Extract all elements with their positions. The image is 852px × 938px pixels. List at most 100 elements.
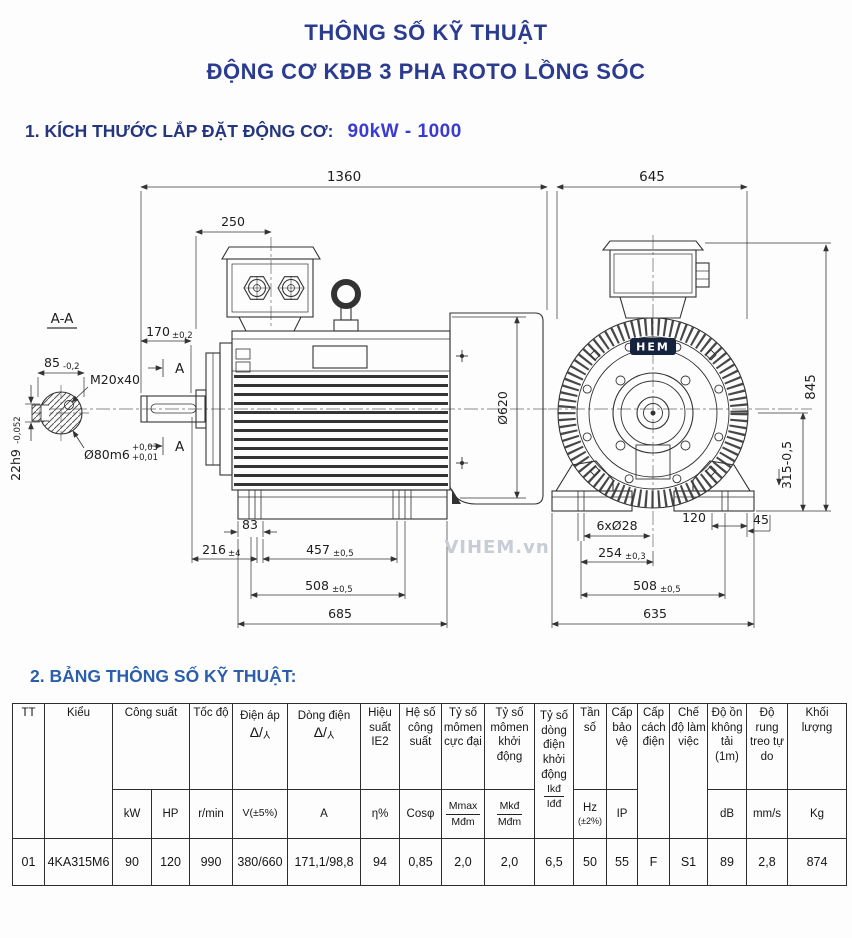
motor-rating: 90kW - 1000	[347, 121, 462, 142]
col-header-dong-dien: Dòng điện Δ/Y	[287, 703, 361, 790]
page-title: THÔNG SỐ KỸ THUẬT ĐỘNG CƠ KĐB 3 PHA ROTO…	[0, 0, 852, 91]
dim-254-tol: ±0,3	[625, 552, 646, 562]
dong-dien-label: Dòng điện	[297, 710, 351, 722]
col-header-che-do: Chế độ làm việc	[669, 703, 708, 839]
shaft-section-aa	[25, 327, 89, 449]
dim-key-width: 85	[44, 355, 60, 370]
unit-v: V(±5%)	[232, 789, 288, 839]
section2-heading: 2. BẢNG THÔNG SỐ KỸ THUẬT:	[30, 666, 297, 686]
technical-drawing: 1360 645 250 170 ±0,2 A A A-A 85 -0,2 M2…	[0, 147, 852, 644]
value-hp: 120	[151, 838, 190, 886]
dim-508-side: 508	[305, 578, 329, 593]
value-mmax: 2,0	[441, 838, 485, 886]
dim-216: 216	[202, 542, 226, 557]
dien-ap-label: Điện áp	[240, 710, 280, 722]
hem-logo: HEM	[636, 341, 670, 354]
side-view-dimensions	[140, 184, 548, 628]
unit-db: dB	[707, 789, 747, 839]
unit-rpm: r/min	[189, 789, 233, 839]
watermark: VIHEM.vn	[444, 537, 549, 558]
col-header-dien-ap: Điện áp Δ/Y	[232, 703, 288, 790]
value-ikd: 6,5	[534, 838, 574, 886]
unit-a: A	[287, 789, 361, 839]
dim-key-width-tol: -0,2	[63, 362, 80, 372]
spec-table: TT Kiểu Công suất Tốc độ Điện áp Δ/Y Dòn…	[12, 703, 847, 886]
dim-front-width: 645	[639, 169, 665, 185]
dim-457: 457	[306, 542, 330, 557]
dim-shaft-len-tol: ±0,2	[172, 331, 193, 341]
col-header-hieu-suat: Hiệu suất IE2	[360, 703, 400, 790]
dim-83: 83	[242, 517, 258, 532]
value-rung: 2,8	[746, 838, 788, 886]
col-header-momen-cuc-dai: Tỷ số mômen cực đại	[441, 703, 485, 790]
col-header-tt: TT	[12, 703, 45, 839]
col-header-do-on: Độ ồn không tải (1m)	[707, 703, 747, 790]
dim-box-offset: 250	[221, 214, 245, 229]
dim-holes: 6xØ28	[596, 518, 637, 533]
unit-hz: Hz(±2%)	[573, 789, 607, 839]
dim-508-front-tol: ±0,5	[660, 585, 681, 595]
value-hz: 50	[573, 838, 607, 886]
dim-216-tol: ±4	[228, 549, 241, 559]
unit-kg: Kg	[787, 789, 847, 839]
dim-overall-length: 1360	[327, 169, 361, 185]
dim-845: 845	[803, 374, 819, 400]
dim-635: 635	[643, 606, 667, 621]
unit-cos: Cosφ	[399, 789, 442, 839]
dim-508-side-tol: ±0,5	[332, 585, 353, 595]
dim-frame-dia: Ø620	[495, 391, 510, 425]
value-cach-dien: F	[637, 838, 670, 886]
dim-key-height: 22h9	[8, 449, 23, 481]
label-thread: M20x40	[90, 372, 140, 387]
dim-315: 315-0,5	[779, 441, 794, 489]
front-view-dimensions	[551, 184, 831, 628]
dim-120: 120	[682, 510, 706, 525]
value-rpm: 990	[189, 838, 233, 886]
col-header-he-so: Hệ số công suất	[399, 703, 442, 790]
drawing-labels: 1360 645 250 170 ±0,2 A A A-A 85 -0,2 M2…	[8, 169, 819, 621]
section1-label: 1. KÍCH THƯỚC LẮP ĐẶT ĐỘNG CƠ:	[25, 121, 334, 141]
col-header-cong-suat: Công suất	[112, 703, 190, 790]
unit-ip: IP	[606, 789, 638, 839]
col-header-kieu: Kiểu	[44, 703, 113, 839]
dim-254: 254	[598, 545, 622, 560]
col-header-do-rung: Độ rung treo tự do	[746, 703, 788, 790]
label-shaft-dia-tol-lo: +0,01	[132, 453, 158, 463]
title-line-1: THÔNG SỐ KỸ THUẬT	[304, 20, 548, 45]
unit-eta: η%	[360, 789, 400, 839]
title-line-2: ĐỘNG CƠ KĐB 3 PHA ROTO LỒNG SÓC	[206, 59, 646, 84]
dim-key-height-tol: -0,052	[13, 416, 23, 443]
delta-star-icon: Δ/Y	[249, 723, 271, 740]
dim-shaft-len: 170	[146, 324, 170, 339]
motor-side-view	[140, 246, 544, 520]
col-header-cap-cach-dien: Cấp cách điện	[637, 703, 670, 839]
value-cos: 0,85	[399, 838, 442, 886]
unit-hp: HP	[151, 789, 190, 839]
value-db: 89	[707, 838, 747, 886]
label-shaft-dia-tol-up: +0,03	[132, 443, 158, 453]
unit-mms: mm/s	[746, 789, 788, 839]
dim-508-front: 508	[633, 578, 657, 593]
motor-front-view	[551, 240, 755, 512]
drawing-linework	[25, 184, 831, 628]
value-ip: 55	[606, 838, 638, 886]
value-kw: 90	[112, 838, 152, 886]
col-header-khoi-luong: Khối lượng	[787, 703, 847, 790]
section-aa-label: A-A	[51, 311, 75, 327]
value-che-do: S1	[669, 838, 708, 886]
label-shaft-dia: Ø80m6	[84, 447, 130, 462]
col-header-cap-bao-ve: Cấp bảo vệ	[606, 703, 638, 790]
dim-45: 45	[753, 512, 769, 527]
section-marker-a-top: A	[175, 361, 185, 377]
delta-star-icon: Δ/Y	[313, 723, 335, 740]
value-v: 380/660	[232, 838, 288, 886]
motor-dimension-drawing: 1360 645 250 170 ±0,2 A A A-A 85 -0,2 M2…	[8, 169, 831, 628]
section-marker-a-bottom: A	[175, 439, 185, 455]
dim-457-tol: ±0,5	[333, 549, 354, 559]
value-a: 171,1/98,8	[287, 838, 361, 886]
section1-heading: 1. KÍCH THƯỚC LẮP ĐẶT ĐỘNG CƠ: 90kW - 100…	[25, 121, 852, 143]
col-header-momen-khoi-dong: Tỷ số mômen khởi động	[484, 703, 535, 790]
